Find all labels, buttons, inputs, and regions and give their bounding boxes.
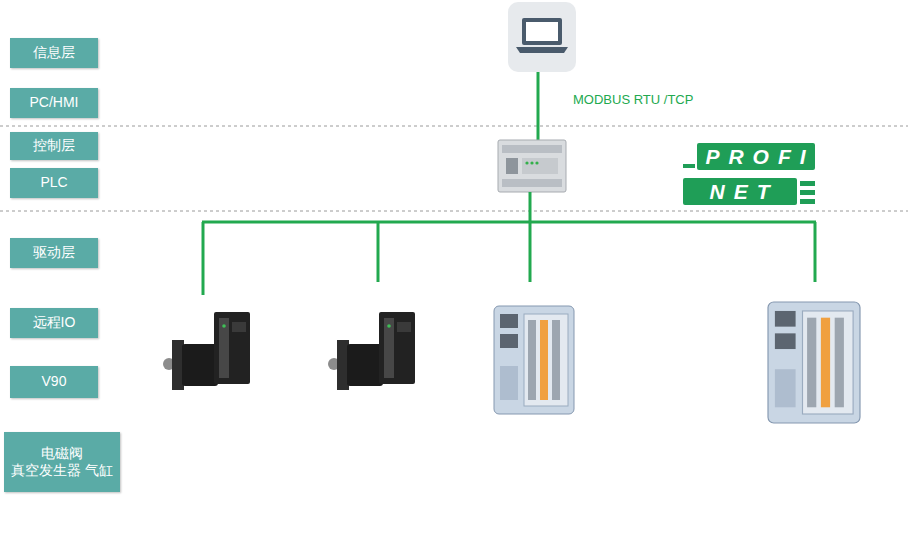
layer-label-box: 驱动层 [10,238,98,268]
laptop-display [526,22,558,41]
io-terminal-row [821,318,830,408]
io-terminal-row [807,318,816,408]
layer-divider [0,126,908,127]
plc-terminal-strip [502,179,562,187]
layer-label-box: 远程IO [10,308,98,338]
motor-body [347,344,383,386]
profinet-bus [202,192,816,295]
plc-led [530,161,533,164]
layer-label: 控制层 [33,137,75,155]
layer-label-box: PLC [10,168,98,198]
io-terminal-row [835,318,844,408]
bus-wire [529,222,532,282]
plc-led [535,161,538,164]
bus-wire [529,192,532,222]
layer-label-box: 信息层 [10,38,98,68]
layer-label-box: 控制层 [10,132,98,160]
plc-terminal-strip [502,145,562,153]
io-port [500,314,518,328]
profinet-logo: NET [683,178,797,205]
profinet-stripes [683,164,815,204]
laptop-screen [522,18,562,45]
io-terminal-row [552,320,560,400]
laptop-icon [508,2,576,72]
io-port [775,333,796,349]
drive-body [214,312,250,384]
io-terminal-row [540,320,548,400]
logo-stripe [800,181,815,186]
layer-label: 驱动层 [33,244,75,262]
drive-led [222,324,226,328]
io-label-plate [775,369,796,407]
plc-led [525,161,528,164]
io-port [775,311,796,327]
io-port [500,334,518,348]
logo-stripe [800,199,815,204]
modbus-wire [537,72,540,142]
layer-label-box: V90 [10,366,98,398]
profinet-logo: PROFI [697,143,815,170]
io-terminals [524,314,568,406]
layer-label: 远程IO [33,314,76,332]
layer-label-box: PC/HMI [10,88,98,118]
drive-panel [384,318,394,378]
servo-drive [328,312,415,390]
layer-label: V90 [42,373,67,391]
drive-display [397,322,411,332]
logo-stripe [800,190,815,195]
motor-body [182,344,218,386]
servo-drive [163,312,250,390]
icon-ground [508,2,576,72]
plc-panel [522,158,558,174]
io-label-plate [500,366,518,400]
bus-wire [202,222,205,295]
io-body [768,302,860,423]
drive-body [379,312,415,384]
laptop-base [516,47,568,53]
bus-wire [202,221,816,224]
bus-wire [814,222,817,282]
logo-stripe [683,164,695,168]
layer-divider [0,211,908,212]
plc-body [498,140,566,192]
remote-io-module [768,302,860,423]
drive-led [387,324,391,328]
io-terminal-row [528,320,536,400]
layer-label: 信息层 [33,44,75,62]
drive-panel [219,318,229,378]
plc-unit [498,140,566,192]
drive-display [232,322,246,332]
io-body [494,306,574,414]
layer-label: PC/HMI [30,94,79,112]
plc-port [506,158,518,174]
remote-io-module [494,306,574,414]
layer-label: 电磁阀 真空发生器 气缸 [8,445,116,480]
io-terminals [803,311,854,414]
bus-wire [377,222,380,282]
layer-label: PLC [40,174,67,192]
layer-label-box: 电磁阀 真空发生器 气缸 [4,432,120,492]
protocol-label: MODBUS RTU /TCP [573,92,693,107]
